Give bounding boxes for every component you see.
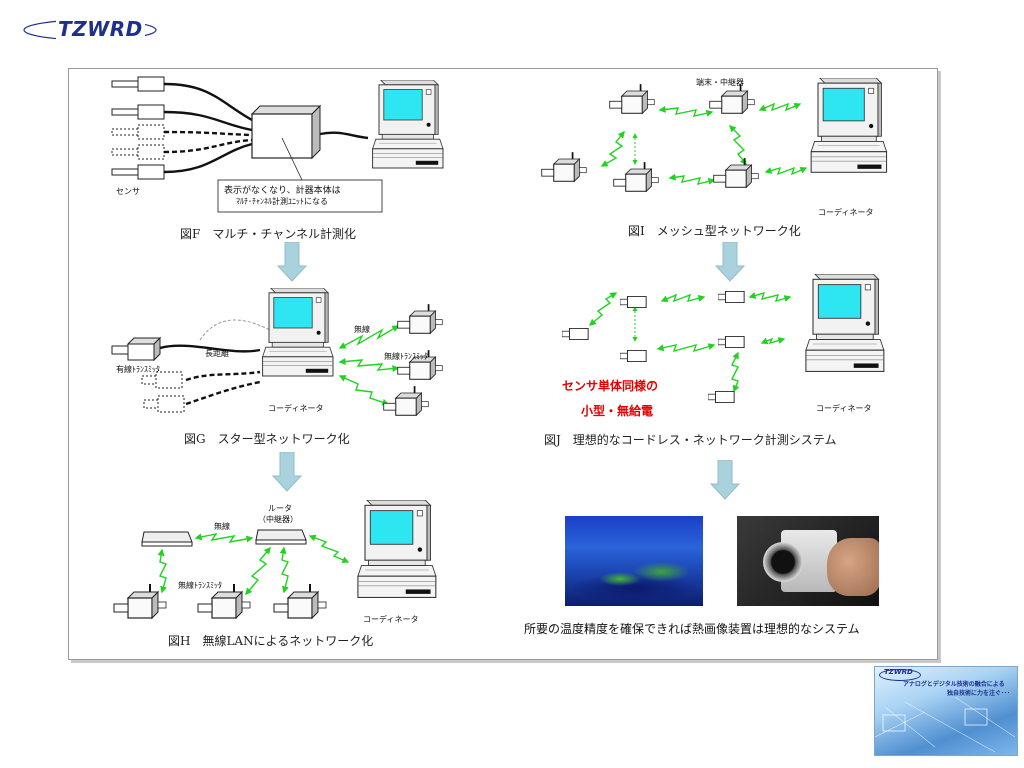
mesh-node-icon: [608, 84, 656, 122]
label-wireless-transmitter: 無線ﾄﾗﾝｽﾐｯﾀ: [178, 581, 222, 590]
pc-icon: [346, 500, 446, 624]
caption-fig-g: 図G スター型ネットワーク化: [184, 432, 350, 446]
note-line1: 表示がなくなり、計器本体は: [224, 186, 341, 196]
mesh-node-icon: [540, 152, 588, 190]
label-coordinator: コーディネータ: [363, 615, 419, 624]
label-relay: （中継器）: [258, 515, 298, 524]
wireless-sensor-icon: [562, 328, 590, 340]
label-coordinator: コーディネータ: [816, 404, 872, 413]
sensor-label: センサ: [116, 187, 140, 196]
pc-icon: [252, 288, 342, 400]
wireless-sensor-icon: [718, 291, 746, 303]
label-coordinator: コーディネータ: [818, 208, 874, 217]
mesh-node-icon: [712, 158, 760, 196]
thumbnail-line1: アナログとデジタル技術の融合による: [903, 681, 1005, 688]
thermal-camera-photo: [737, 516, 879, 606]
logo: TZWRD: [18, 12, 163, 46]
caption-fig-i: 図I メッシュ型ネットワーク化: [628, 224, 801, 238]
mesh-node-icon: [612, 162, 660, 200]
label-wireless-transmitter: 無線ﾄﾗﾝｽﾐｯﾀ: [384, 352, 428, 361]
down-arrow-icon: [277, 242, 307, 282]
thumbnail-image: TZWRD アナログとデジタル技術の融合による 独自技術に力を注ぐ･･･: [874, 666, 1018, 756]
wireless-transmitter-icon: [272, 584, 328, 628]
wireless-transmitter-icon: [382, 386, 430, 424]
down-arrow-icon: [715, 242, 745, 282]
highlight-line1: センサ単体同様の: [562, 379, 659, 393]
wireless-sensor-icon: [708, 391, 736, 403]
label-coordinator: コーディネータ: [268, 404, 324, 413]
label-wireless: 無線: [354, 325, 370, 334]
label-wired-transmitter: 有線ﾄﾗﾝｽﾐｯﾀ: [116, 365, 160, 374]
wireless-transmitter-icon: [112, 584, 168, 628]
logo-text: TZWRD: [56, 17, 145, 41]
mesh-node-icon: [708, 84, 756, 122]
pc-icon: [800, 78, 896, 198]
label-long-distance: 長距離: [205, 349, 229, 358]
down-arrow-icon: [272, 452, 302, 492]
pc-icon: [794, 274, 894, 398]
wireless-sensor-icon: [718, 336, 746, 348]
highlight-line2: 小型・無給電: [581, 404, 654, 418]
label-router: ルータ: [268, 504, 292, 513]
pc-icon: [362, 80, 452, 192]
label-wireless: 無線: [214, 522, 230, 531]
wireless-transmitter-icon: [396, 304, 444, 342]
caption-fig-h: 図H 無線LANによるネットワーク化: [168, 634, 374, 648]
thumbnail-line2: 独自技術に力を注ぐ･･･: [947, 690, 1011, 697]
caption-fig-f: 図F マルチ・チャンネル計測化: [180, 227, 356, 241]
label-terminal-relay: 端末・中継器: [696, 78, 744, 87]
wireless-sensor-icon: [620, 296, 648, 308]
thumbnail-logo: TZWRD: [884, 668, 913, 676]
down-arrow-icon: [710, 460, 740, 500]
thermal-caption: 所要の温度精度を確保できれば熱画像装置は理想的なシステム: [524, 622, 860, 636]
note-line2: ﾏﾙﾁ･ﾁｬﾝﾈﾙ計測ﾕﾆｯﾄになる: [236, 197, 328, 206]
wireless-sensor-icon: [620, 350, 648, 362]
caption-fig-j: 図J 理想的なコードレス・ネットワーク計測システム: [544, 433, 837, 447]
thermal-image: [565, 516, 703, 606]
